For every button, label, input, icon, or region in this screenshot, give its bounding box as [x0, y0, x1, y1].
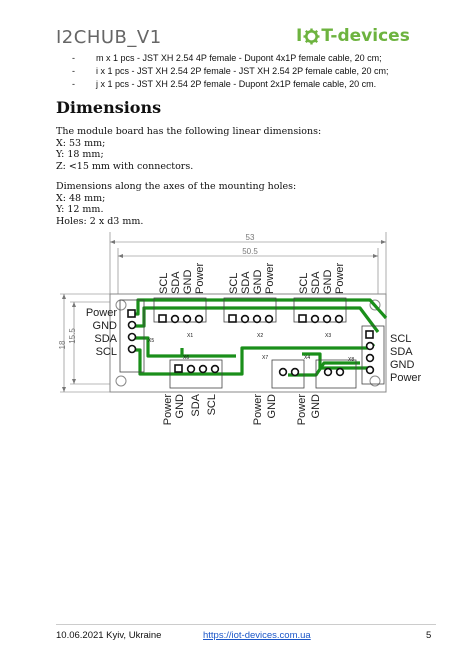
footer-divider — [56, 624, 436, 625]
bottom-label: GND — [310, 394, 322, 419]
connector-x7 — [271, 359, 305, 389]
dim-50-5-label: 50.5 — [242, 247, 258, 256]
section-heading: Dimensions — [56, 98, 162, 117]
gear-icon — [303, 28, 320, 44]
connector-x8 — [361, 325, 385, 385]
top-label: SDA — [170, 271, 182, 294]
logo-text-pre: I — [296, 26, 303, 46]
ref-x1: X1 — [187, 333, 193, 339]
top-label: SDA — [240, 271, 252, 294]
dim-53-label: 53 — [246, 233, 255, 242]
cable-list: -m x 1 pcs - JST XH 2.54 4P female - Dup… — [72, 51, 388, 90]
bottom-label: GND — [174, 394, 186, 419]
right-label-power: Power — [390, 372, 422, 384]
doc-title: I2CHUB_V1 — [56, 27, 162, 48]
footer-date-location: 10.06.2021 Kyiv, Ukraine — [56, 630, 162, 641]
ref-x3: X3 — [325, 333, 331, 339]
pcb-diagram: 53 50.5 18 15.5 X5 — [58, 232, 422, 426]
list-item: -m x 1 pcs - JST XH 2.54 4P female - Dup… — [72, 52, 382, 63]
top-label: GND — [252, 270, 264, 295]
bottom-label: Power — [296, 394, 308, 426]
bottom-label: SCL — [206, 394, 218, 415]
dim-15-5-label: 15.5 — [68, 328, 77, 344]
top-label: SCL — [298, 273, 310, 294]
bottom-label: Power — [162, 394, 174, 426]
left-label-sda: SDA — [94, 333, 117, 345]
mounting-hole — [115, 299, 127, 311]
list-item: -j x 1 pcs - JST XH 2.54 2P female - Dup… — [72, 78, 377, 89]
top-label: GND — [182, 270, 194, 295]
iot-devices-logo: I T-devices — [296, 26, 410, 46]
ref-x5: X5 — [148, 338, 154, 344]
top-label: Power — [264, 262, 276, 294]
footer-website-link[interactable]: https://iot-devices.com.ua — [203, 630, 311, 641]
left-label-gnd: GND — [93, 320, 118, 332]
left-label-scl: SCL — [96, 346, 117, 358]
dim-18-label: 18 — [58, 340, 67, 349]
top-label: Power — [334, 262, 346, 294]
top-label: SCL — [228, 273, 240, 294]
dimensions-paragraph: The module board has the following linea… — [56, 126, 322, 172]
right-label-scl: SCL — [390, 333, 411, 345]
bottom-label: SDA — [190, 393, 202, 416]
left-label-power: Power — [86, 307, 118, 319]
bottom-label: Power — [252, 394, 264, 426]
ref-x2: X2 — [257, 333, 263, 339]
top-label: SCL — [158, 273, 170, 294]
ref-x6: X6 — [183, 355, 189, 361]
bottom-label: GND — [266, 394, 278, 419]
logo-text-post: T-devices — [321, 26, 410, 46]
connector-x4 — [315, 359, 357, 389]
right-label-gnd: GND — [390, 359, 415, 371]
mounting-hole — [369, 375, 381, 387]
page-number: 5 — [426, 630, 432, 641]
list-item: -i x 1 pcs - JST XH 2.54 2P female - JST… — [72, 65, 389, 76]
mounting-hole — [115, 375, 127, 387]
mounting-holes-paragraph: Dimensions along the axes of the mountin… — [56, 181, 297, 227]
right-label-sda: SDA — [390, 346, 413, 358]
ref-x4: X4 — [304, 355, 310, 361]
top-label: SDA — [310, 271, 322, 294]
top-label: Power — [194, 262, 206, 294]
top-label: GND — [322, 270, 334, 295]
connector-x5 — [119, 299, 145, 373]
ref-x7: X7 — [262, 355, 268, 361]
connector-x6 — [169, 359, 223, 389]
